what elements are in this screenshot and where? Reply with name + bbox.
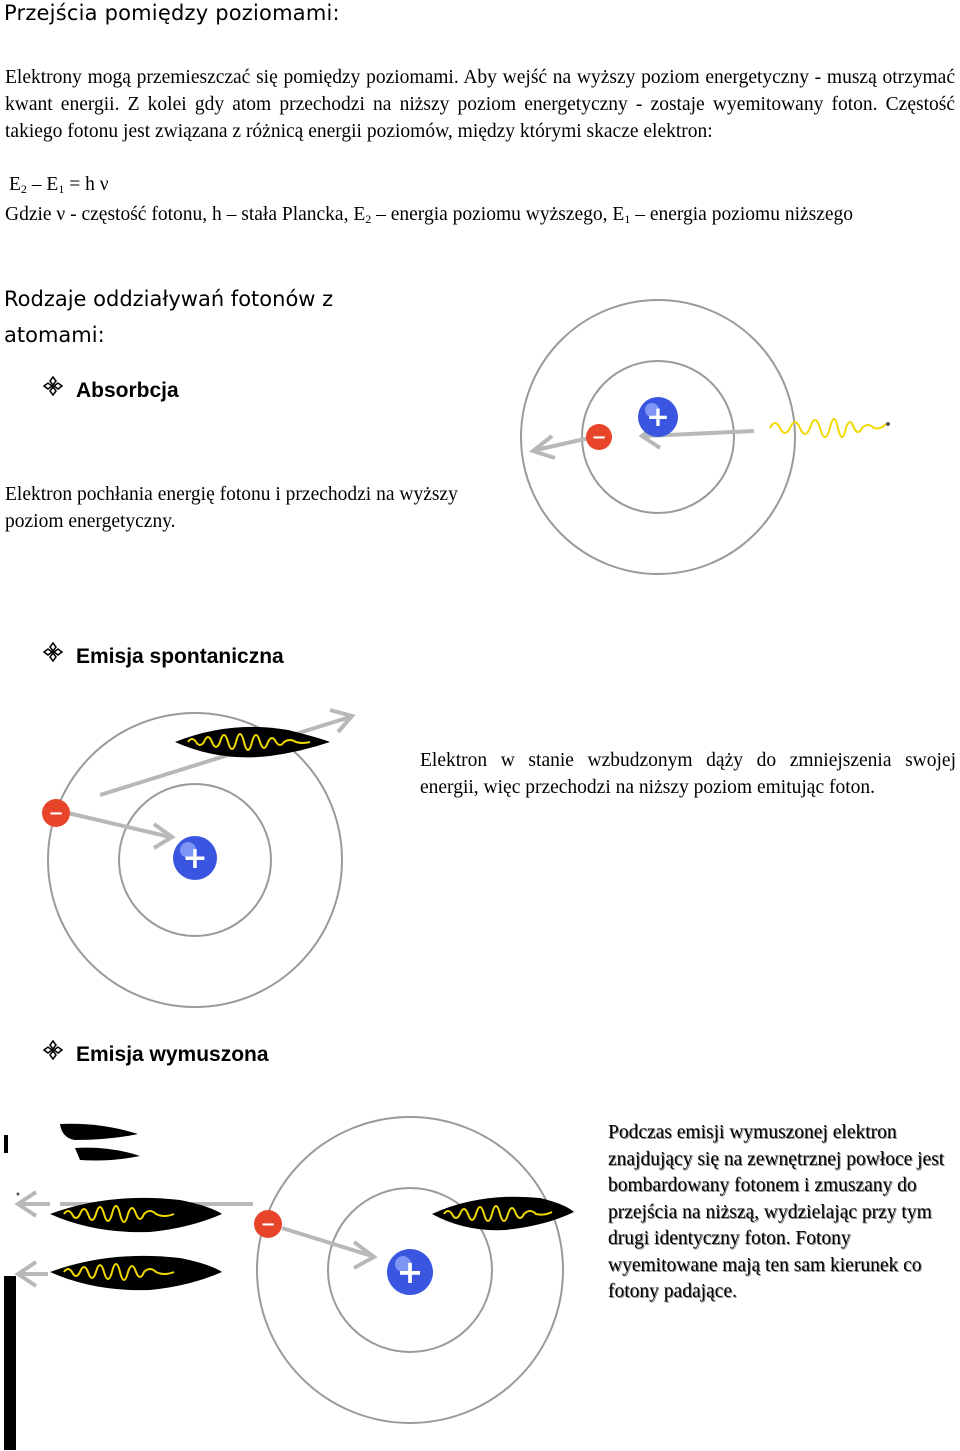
- electron: −: [254, 1210, 282, 1238]
- page-title: Przejścia pomiędzy poziomami:: [4, 1, 340, 25]
- nucleus: +: [173, 836, 217, 880]
- svg-text:+: +: [182, 841, 207, 876]
- formula-e1-sub: 1: [58, 182, 65, 196]
- stimulated-diagram: + −: [4, 1116, 574, 1450]
- inner-orbit: [118, 783, 272, 937]
- svg-text:−: −: [591, 427, 606, 448]
- where-part3: – energia poziomu niższego: [630, 204, 854, 225]
- diamond-bullet-icon: [42, 1039, 64, 1067]
- spontaneous-description: Elektron w stanie wzbudzonym dąży do zmn…: [420, 750, 956, 798]
- absorption-diagram: + −: [520, 299, 890, 575]
- outer-orbit: [256, 1116, 564, 1424]
- nucleus: +: [387, 1249, 433, 1295]
- svg-text:+: +: [397, 1253, 424, 1291]
- electron: −: [586, 424, 612, 450]
- where-sub1: 2: [365, 212, 372, 226]
- where-sub2: 1: [624, 212, 631, 226]
- diamond-bullet-icon: [42, 641, 64, 669]
- formula-rest: = h ν: [64, 174, 109, 195]
- spontaneous-label: Emisja spontaniczna: [76, 645, 284, 668]
- outgoing-photon: [50, 1197, 222, 1233]
- absorption-label: Absorbcja: [76, 379, 179, 402]
- stimulated-description: Podczas emisji wymuszonej elektron znajd…: [608, 1122, 945, 1302]
- bullet-spontaneous: Emisja spontaniczna: [42, 641, 284, 669]
- section-heading: Rodzaje oddziaływań fotonów z atomami:: [4, 287, 334, 347]
- incoming-photon: [769, 418, 887, 438]
- diamond-bullet-icon: [42, 375, 64, 403]
- absorption-description: Elektron pochłania energię fotonu i prze…: [5, 484, 458, 532]
- inner-orbit: [327, 1187, 493, 1353]
- intro-paragraph: Elektrony mogą przemieszczać się pomiędz…: [5, 67, 955, 142]
- svg-text:−: −: [48, 803, 63, 824]
- outgoing-photon: [50, 1255, 222, 1291]
- outer-orbit: [520, 299, 796, 575]
- formula-dash: –: [26, 174, 47, 195]
- formula-e1: E: [46, 174, 59, 195]
- energy-formula: E2 – E1 = h ν: [9, 174, 109, 196]
- incoming-photon: [432, 1196, 574, 1231]
- where-part2: – energia poziomu wyższego, E: [371, 204, 625, 225]
- electron: −: [42, 799, 70, 827]
- nucleus: +: [638, 397, 678, 437]
- bullet-absorption: Absorbcja: [42, 375, 179, 403]
- svg-text:−: −: [260, 1214, 275, 1235]
- svg-text:+: +: [646, 400, 669, 433]
- stimulated-label: Emisja wymuszona: [76, 1043, 269, 1066]
- bullet-stimulated: Emisja wymuszona: [42, 1039, 269, 1067]
- emitted-photon: [175, 726, 330, 758]
- outer-orbit: [47, 712, 343, 1008]
- formula-explanation: Gdzie ν - częstość fotonu, h – stała Pla…: [5, 201, 955, 228]
- inner-orbit: [581, 360, 735, 514]
- formula-e2: E: [9, 174, 21, 195]
- where-part1: Gdzie ν - częstość fotonu, h – stała Pla…: [5, 204, 366, 225]
- spontaneous-diagram: + −: [42, 708, 356, 1008]
- formula-e2-sub: 2: [20, 182, 27, 196]
